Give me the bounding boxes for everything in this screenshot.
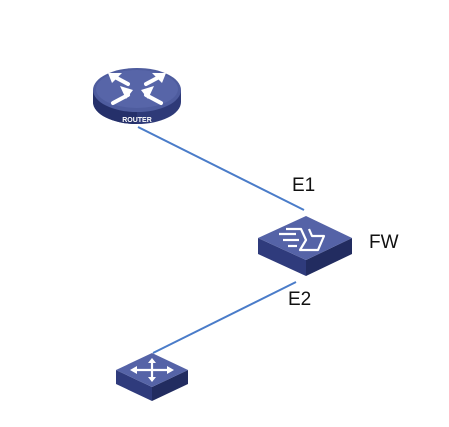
firewall-label: FW — [369, 232, 399, 253]
firewall-icon — [258, 216, 352, 276]
port-label-e1: E1 — [292, 175, 316, 196]
link-firewall-switch — [152, 281, 297, 354]
router-icon: ROUTER — [93, 68, 181, 124]
switch-icon — [116, 353, 188, 401]
link-router-firewall — [137, 126, 305, 211]
router-label: ROUTER — [122, 117, 152, 124]
port-label-e2: E2 — [288, 289, 312, 310]
